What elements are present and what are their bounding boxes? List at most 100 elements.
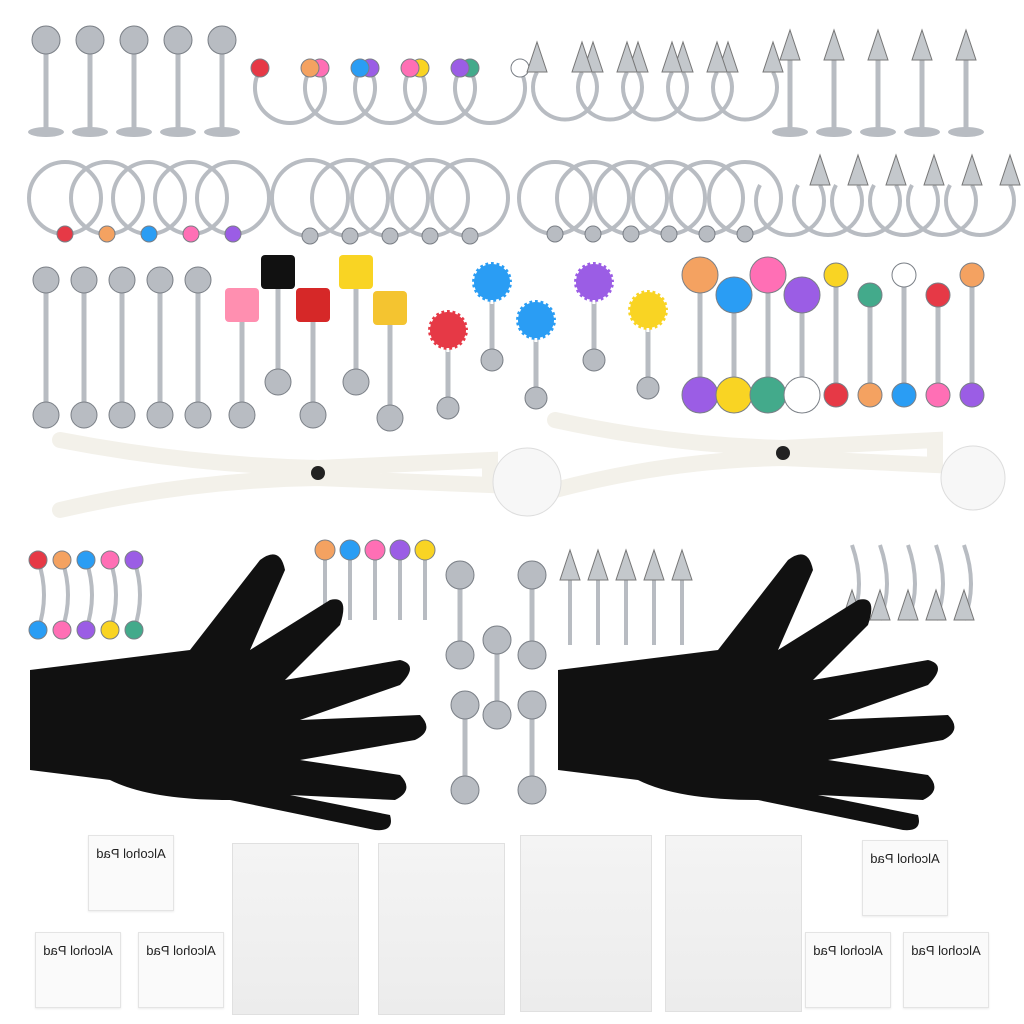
- ring: [111, 160, 187, 236]
- spike: [897, 588, 919, 621]
- ball: [450, 775, 480, 805]
- ball: [517, 560, 547, 590]
- spike: [867, 28, 889, 61]
- ball: [341, 227, 359, 245]
- ball: [28, 620, 48, 640]
- ball: [146, 401, 174, 429]
- dice: [261, 255, 295, 289]
- spiky-ball: [470, 260, 514, 304]
- horseshoe: [303, 68, 377, 126]
- alcohol-pad: Alcohol Pad: [138, 932, 224, 1008]
- ball: [184, 266, 212, 294]
- ball: [461, 227, 479, 245]
- alcohol-pad-label: Alcohol Pad: [96, 846, 166, 861]
- spiky-ball: [626, 288, 670, 332]
- spike: [526, 40, 548, 73]
- ball: [524, 386, 548, 410]
- ball: [517, 640, 547, 670]
- ball: [823, 382, 849, 408]
- ball: [108, 401, 136, 429]
- horseshoe: [531, 71, 599, 122]
- ball: [98, 225, 116, 243]
- clamp-pivot: [776, 446, 790, 460]
- ball: [381, 227, 399, 245]
- spiky-ball: [572, 260, 616, 304]
- ball: [182, 225, 200, 243]
- spike-horseshoe: [906, 184, 978, 237]
- ball: [959, 262, 985, 288]
- ball: [925, 282, 951, 308]
- forceps-clamp: [52, 432, 498, 518]
- ball: [207, 25, 237, 55]
- labret-disc: [72, 127, 108, 137]
- horseshoe: [666, 71, 734, 122]
- ball: [482, 625, 512, 655]
- labret-disc: [204, 127, 240, 137]
- ball: [300, 58, 320, 78]
- ball: [376, 404, 404, 432]
- ball: [264, 368, 292, 396]
- curved-barbell: [132, 559, 142, 631]
- dice: [225, 288, 259, 322]
- alcohol-pad: Alcohol Pad: [903, 932, 989, 1008]
- ball: [959, 382, 985, 408]
- alcohol-pad-label: Alcohol Pad: [813, 943, 883, 958]
- alcohol-pad: Alcohol Pad: [805, 932, 891, 1008]
- ball: [52, 550, 72, 570]
- horseshoe: [403, 68, 477, 126]
- ball: [339, 539, 361, 561]
- horseshoe: [711, 71, 779, 122]
- ball: [76, 620, 96, 640]
- ball: [681, 376, 719, 414]
- ball: [749, 256, 787, 294]
- labret-disc: [28, 127, 64, 137]
- needle-pack: [665, 835, 802, 1012]
- clamp-tip-detail: [492, 447, 562, 517]
- spike: [671, 548, 693, 581]
- ball: [925, 382, 951, 408]
- ball: [299, 401, 327, 429]
- spike-horseshoe: [792, 184, 864, 237]
- spike: [953, 588, 975, 621]
- ball: [124, 550, 144, 570]
- spike-horseshoe: [830, 184, 902, 237]
- curved-barbell: [108, 559, 118, 631]
- ball: [715, 276, 753, 314]
- ball: [350, 58, 370, 78]
- spike: [847, 153, 869, 186]
- ball: [364, 539, 386, 561]
- ball: [857, 382, 883, 408]
- ball: [100, 550, 120, 570]
- forceps-clamp: [547, 412, 943, 498]
- ball: [224, 225, 242, 243]
- ring: [153, 160, 229, 236]
- spike: [911, 28, 933, 61]
- dice: [373, 291, 407, 325]
- dice: [296, 288, 330, 322]
- ball: [783, 376, 821, 414]
- ball: [891, 382, 917, 408]
- ball: [749, 376, 787, 414]
- ball: [124, 620, 144, 640]
- ball: [163, 25, 193, 55]
- spike-horseshoe: [754, 184, 826, 237]
- ball: [891, 262, 917, 288]
- ball: [119, 25, 149, 55]
- ball: [140, 225, 158, 243]
- spike: [615, 548, 637, 581]
- clamp-tip-detail: [940, 445, 1006, 511]
- ball: [414, 539, 436, 561]
- horseshoe: [621, 71, 689, 122]
- alcohol-pad: Alcohol Pad: [88, 835, 174, 911]
- ball: [517, 690, 547, 720]
- ball: [400, 58, 420, 78]
- horseshoe: [576, 71, 644, 122]
- curved-barbell: [60, 559, 70, 631]
- labret-disc: [160, 127, 196, 137]
- spike: [869, 588, 891, 621]
- ball: [56, 225, 74, 243]
- needle-pack: [520, 835, 652, 1012]
- spiky-ball: [514, 298, 558, 342]
- ball: [70, 266, 98, 294]
